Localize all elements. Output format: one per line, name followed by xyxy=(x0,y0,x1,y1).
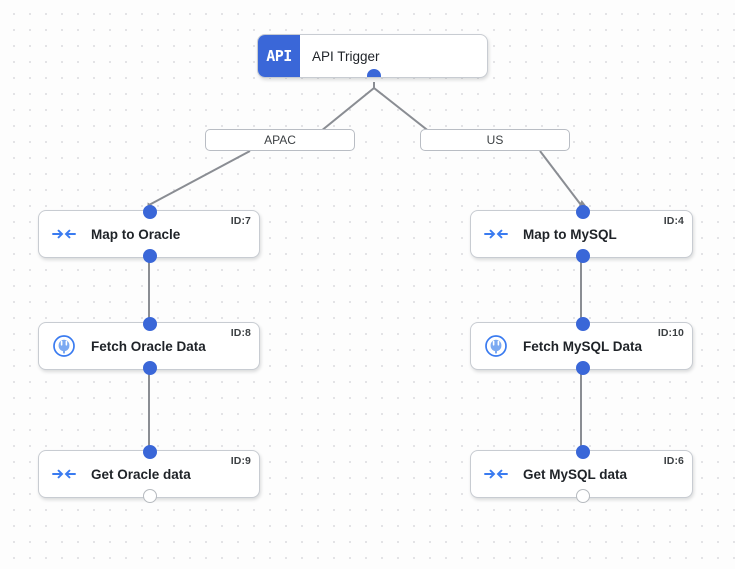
branch-label-text: APAC xyxy=(264,133,296,147)
node-id-badge: ID:6 xyxy=(663,455,684,467)
mapping-arrows-icon xyxy=(47,226,81,242)
node-fetch-oracle-data[interactable]: Fetch Oracle Data ID:8 xyxy=(38,317,260,375)
node-label: API Trigger xyxy=(312,48,380,64)
api-badge-icon: API xyxy=(258,35,300,77)
output-handle[interactable] xyxy=(575,361,590,375)
branch-label-text: US xyxy=(486,133,504,147)
node-label: Map to Oracle xyxy=(91,226,181,242)
node-map-to-oracle[interactable]: Map to Oracle ID:7 xyxy=(38,205,260,263)
input-handle[interactable] xyxy=(143,317,157,331)
node-fetch-mysql-data[interactable]: Fetch MySQL Data ID:10 xyxy=(470,317,693,375)
node-id-badge: ID:8 xyxy=(230,327,251,339)
output-handle[interactable] xyxy=(143,249,157,263)
output-handle[interactable] xyxy=(575,249,590,263)
node-map-to-mysql[interactable]: Map to MySQL ID:4 xyxy=(470,205,693,263)
input-handle[interactable] xyxy=(575,317,590,331)
node-label: Fetch Oracle Data xyxy=(91,338,206,354)
edge-us-to-map-mysql xyxy=(539,150,587,207)
output-handle[interactable] xyxy=(143,361,157,375)
output-handle[interactable] xyxy=(575,489,590,503)
node-get-mysql-data[interactable]: Get MySQL data ID:6 xyxy=(470,445,693,503)
node-id-badge: ID:10 xyxy=(657,327,684,339)
node-api-trigger[interactable]: API API Trigger xyxy=(257,34,488,78)
connector-plug-icon xyxy=(47,334,81,358)
mapping-arrows-icon xyxy=(479,226,513,242)
node-label: Map to MySQL xyxy=(523,226,617,242)
node-label: Get MySQL data xyxy=(523,466,628,482)
mapping-arrows-icon xyxy=(47,466,81,482)
node-id-badge: ID:7 xyxy=(230,215,251,227)
connector-plug-icon xyxy=(479,334,513,358)
output-handle[interactable] xyxy=(143,489,157,503)
input-handle[interactable] xyxy=(575,205,590,219)
node-label: Fetch MySQL Data xyxy=(523,338,643,354)
node-label: Get Oracle data xyxy=(91,466,191,482)
branch-label-us[interactable]: US xyxy=(420,129,570,151)
edge-apac-to-map-oracle xyxy=(147,150,251,210)
node-id-badge: ID:4 xyxy=(663,215,684,227)
input-handle[interactable] xyxy=(143,205,157,219)
input-handle[interactable] xyxy=(143,445,157,459)
mapping-arrows-icon xyxy=(479,466,513,482)
node-get-oracle-data[interactable]: Get Oracle data ID:9 xyxy=(38,445,260,503)
node-id-badge: ID:9 xyxy=(230,455,251,467)
input-handle[interactable] xyxy=(575,445,590,459)
output-handle[interactable] xyxy=(366,69,381,77)
branch-label-apac[interactable]: APAC xyxy=(205,129,355,151)
